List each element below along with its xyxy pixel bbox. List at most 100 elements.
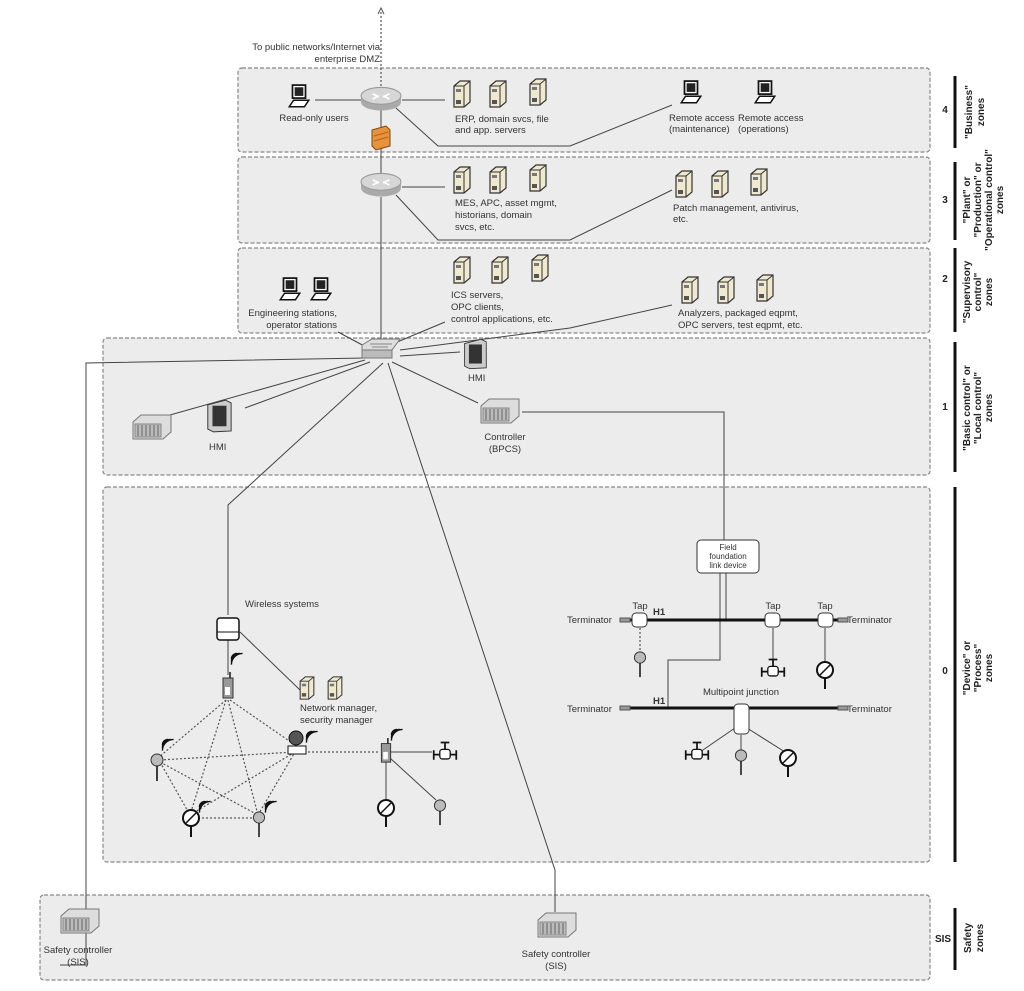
multipoint-junction-label: Multipoint junction [703, 687, 779, 698]
hmi-icon[interactable] [464, 338, 487, 370]
wireless-flowmeter-icon[interactable] [287, 730, 307, 755]
safety-controller-label: (SIS) [67, 957, 89, 968]
server-icon[interactable] [489, 80, 507, 108]
zone-side-labels: 4 "Business" zones 3 "Plant" or "Product… [935, 76, 1006, 970]
ics-servers-label: OPC clients, [451, 302, 504, 313]
tap-icon[interactable] [764, 612, 781, 628]
zone-label: zones [984, 277, 995, 306]
engineering-station-pc-icon[interactable] [279, 277, 301, 301]
server-icon[interactable] [529, 78, 547, 106]
terminator-label: Terminator [567, 704, 612, 715]
terminator-label: Terminator [847, 704, 892, 715]
controller-bpcs-label: (BPCS) [489, 444, 521, 455]
controller-rack-icon[interactable] [132, 414, 172, 440]
hmi-label: HMI [468, 373, 485, 384]
zone-label: "Process" [973, 644, 984, 693]
zone-label: zones [995, 185, 1006, 214]
network-manager-label: Network manager, [300, 703, 377, 714]
zone-sis-safety [39, 894, 931, 981]
zone-level-number: 0 [942, 666, 948, 677]
read-only-users-pc-icon[interactable] [288, 84, 310, 108]
remote-access-maintenance-pc-icon[interactable] [680, 80, 702, 104]
zone-level-number: 1 [942, 402, 948, 413]
zone-label: "Supervisory [962, 260, 973, 323]
server-icon[interactable] [453, 256, 471, 284]
field-foundation-link-device[interactable]: Field foundation link device [696, 539, 760, 574]
zone-label: zones [984, 653, 995, 682]
tap-label: Tap [765, 601, 780, 612]
server-icon[interactable] [531, 254, 549, 282]
zone-3-plant [237, 156, 931, 244]
engineering-stations-label: Engineering stations, [248, 308, 337, 319]
server-icon[interactable] [750, 168, 768, 196]
analyzers-label: OPC servers, test eqpmt, etc. [678, 320, 803, 331]
zone-label: "Local control" [973, 372, 984, 445]
terminator-icon [619, 705, 631, 711]
hmi-icon[interactable] [207, 399, 232, 433]
safety-controller-label: Safety controller [522, 949, 591, 960]
server-icon[interactable] [453, 166, 471, 194]
zone-level-number: 2 [942, 274, 948, 285]
firewall-icon[interactable] [371, 125, 391, 151]
router-icon[interactable] [360, 86, 402, 112]
safety-controller-label: (SIS) [545, 961, 567, 972]
zone-label: zones [984, 393, 995, 422]
safety-controller-icon[interactable] [60, 908, 100, 934]
patch-management-label: Patch management, antivirus, [673, 203, 799, 214]
controller-bpcs-icon[interactable] [480, 398, 520, 424]
terminator-label: Terminator [847, 615, 892, 626]
zone-label: Safety [963, 923, 974, 953]
connections [60, 6, 840, 966]
ics-servers-label: control applications, etc. [451, 314, 553, 325]
wireless-gateway-icon[interactable] [216, 617, 240, 641]
ff-device-label: Field [719, 543, 736, 552]
server-icon[interactable] [681, 276, 699, 304]
server-icon[interactable] [717, 276, 735, 304]
server-icon[interactable] [489, 166, 507, 194]
tap-icon[interactable] [817, 612, 834, 628]
zone-label: "Plant" or [962, 177, 973, 224]
mes-servers-label: svcs, etc. [455, 222, 495, 233]
server-icon[interactable] [756, 274, 774, 302]
zone-label: zones [975, 923, 986, 952]
zone-level-number: 4 [942, 105, 948, 116]
engineering-stations-label: operator stations [266, 320, 337, 331]
h1-label: H1 [653, 607, 666, 618]
tap-label: Tap [817, 601, 832, 612]
hmi-label: HMI [209, 442, 226, 453]
patch-management-label: etc. [673, 214, 688, 225]
remote-access-operations-label: Remote access [738, 113, 804, 124]
terminator-icon [837, 617, 849, 623]
remote-access-operations-pc-icon[interactable] [754, 80, 776, 104]
tap-icon[interactable] [631, 612, 648, 628]
security-manager-server-icon[interactable] [327, 676, 343, 700]
wireless-systems-label: Wireless systems [245, 599, 319, 610]
router-icon[interactable] [360, 172, 402, 198]
zone-label: "Operational control" [984, 149, 995, 251]
safety-controller-icon[interactable] [537, 912, 577, 938]
server-icon[interactable] [711, 170, 729, 198]
network-manager-server-icon[interactable] [299, 676, 315, 700]
internet-label: enterprise DMZ [315, 54, 381, 65]
network-switch-icon[interactable] [361, 338, 401, 359]
terminator-label: Terminator [567, 615, 612, 626]
zone-level-number: SIS [935, 934, 951, 945]
server-icon[interactable] [529, 164, 547, 192]
erp-servers-label: and app. servers [455, 125, 526, 136]
analyzers-label: Analyzers, packaged eqpmt, [678, 308, 798, 319]
zone-label: "Business" [964, 85, 975, 139]
mes-servers-label: historians, domain [455, 210, 532, 221]
server-icon[interactable] [453, 80, 471, 108]
multipoint-junction-icon[interactable] [733, 703, 750, 735]
network-manager-label: security manager [300, 715, 373, 726]
zone-4-business [237, 67, 931, 153]
server-icon[interactable] [491, 256, 509, 284]
ics-servers-label: ICS servers, [451, 290, 503, 301]
zone-label: zones [976, 97, 987, 126]
zone-label: "Production" or [973, 162, 984, 237]
server-icon[interactable] [675, 170, 693, 198]
operator-station-pc-icon[interactable] [310, 277, 332, 301]
internet-label: To public networks/Internet via [252, 42, 381, 53]
ff-device-label: foundation [709, 552, 746, 561]
h1-label: H1 [653, 696, 666, 707]
